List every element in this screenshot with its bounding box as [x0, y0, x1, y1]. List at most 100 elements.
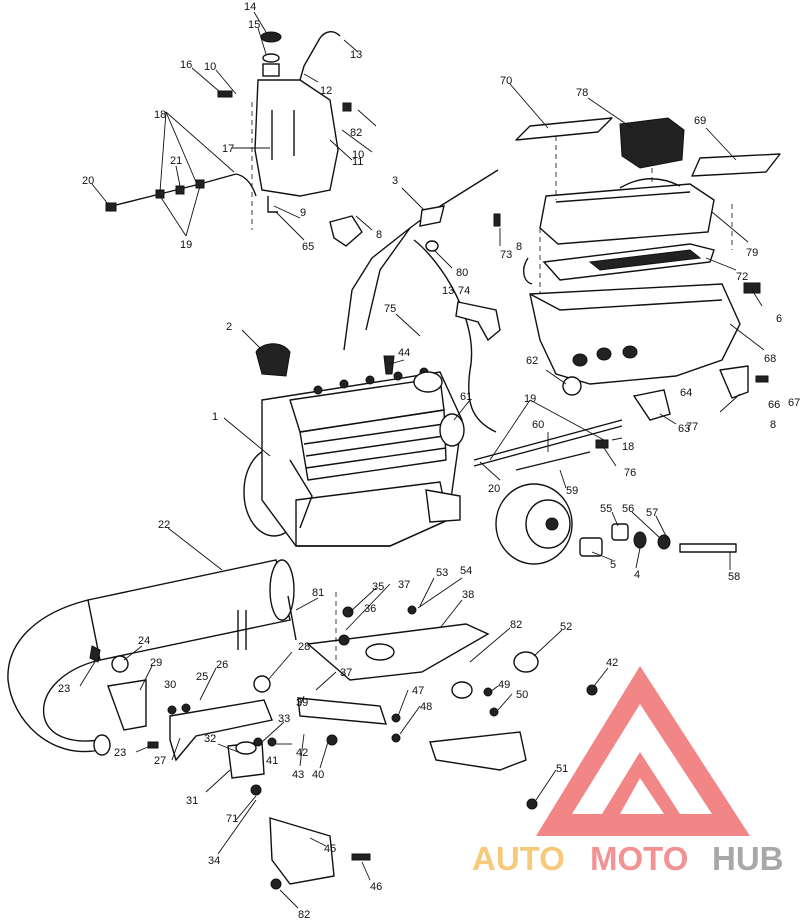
part-label-74: 74	[458, 285, 470, 297]
nut-42b	[586, 684, 598, 696]
part-label-15: 15	[248, 19, 260, 31]
leader-39	[299, 695, 305, 707]
part-label-20b: 20	[488, 483, 500, 495]
leader-19a	[159, 195, 187, 237]
part-label-49: 49	[498, 679, 510, 691]
leader-20b	[479, 461, 501, 481]
part-label-37b: 37	[340, 667, 352, 679]
washer-25	[181, 703, 191, 713]
part-label-71: 71	[226, 813, 238, 825]
part-label-55: 55	[600, 503, 612, 515]
leader-77	[719, 393, 741, 413]
part-label-27: 27	[154, 755, 166, 767]
part-label-11: 11	[352, 156, 363, 168]
leader-18d	[611, 437, 623, 441]
bracket-64	[719, 365, 749, 399]
cable-junction	[419, 205, 445, 227]
spacer-5	[579, 537, 603, 557]
part-label-18: 18	[154, 109, 166, 121]
leader-22	[167, 527, 223, 571]
airbox-base-68	[529, 283, 741, 385]
logo-word-auto: AUTO	[472, 840, 565, 877]
part-label-63: 63	[678, 423, 690, 435]
leader-82c	[279, 889, 299, 909]
part-label-45: 45	[324, 843, 336, 855]
leader-82a	[357, 109, 377, 127]
leader-26	[199, 667, 217, 701]
airbox-rim	[529, 293, 723, 311]
part-label-42b: 42	[296, 747, 308, 759]
leader-55	[611, 511, 619, 527]
airbox-cover-79	[539, 183, 715, 245]
tank-neck	[262, 63, 280, 77]
plate-hole	[365, 643, 395, 661]
part-label-3: 3	[392, 175, 398, 187]
part-label-10: 10	[204, 61, 216, 73]
leader-56	[631, 511, 661, 539]
leader-79	[711, 211, 749, 243]
bolt-67	[755, 375, 769, 383]
part-label-54: 54	[460, 565, 472, 577]
leader-19d	[529, 399, 605, 441]
part-label-80: 80	[456, 267, 468, 279]
bolt-51	[526, 798, 538, 810]
washer-41	[267, 737, 277, 747]
spark-plug-44	[383, 355, 395, 375]
leader-69	[705, 127, 737, 161]
part-label-81: 81	[312, 587, 324, 599]
part-label-56: 56	[622, 503, 634, 515]
part-label-28: 28	[298, 641, 310, 653]
washer-56	[657, 534, 671, 550]
bolt-16	[217, 90, 233, 98]
airbox-port-1	[572, 353, 588, 367]
leader-34	[217, 799, 257, 855]
fin-3	[305, 447, 447, 469]
linkage-rod-59	[515, 451, 591, 471]
leader-70	[509, 83, 549, 129]
leader-18a	[165, 111, 235, 173]
leader-59	[559, 469, 567, 489]
exhaust-group	[7, 559, 295, 779]
part-label-58: 58	[728, 571, 740, 583]
leader-57	[655, 515, 669, 541]
cable-split	[365, 227, 411, 331]
leader-29	[139, 665, 153, 691]
part-label-37: 37	[398, 579, 410, 591]
part-label-57: 57	[646, 507, 658, 519]
leader-43	[299, 733, 305, 767]
part-label-23: 23	[58, 683, 70, 695]
leader-18c	[165, 111, 197, 183]
carb-flange	[439, 413, 465, 447]
part-label-8: 8	[376, 229, 382, 241]
part-label-35: 35	[372, 581, 384, 593]
engine-group	[243, 343, 465, 547]
leader-63	[659, 413, 677, 425]
grommet-6	[743, 282, 761, 294]
part-label-69: 69	[694, 115, 706, 127]
leader-75	[395, 313, 421, 337]
leader-47	[397, 689, 409, 717]
cover-intake	[619, 178, 681, 189]
part-label-62: 62	[526, 355, 538, 367]
leader-68	[729, 323, 765, 351]
vent-hose-end	[319, 31, 341, 39]
leader-12	[303, 73, 319, 83]
filter-sheet-69	[691, 153, 781, 177]
bolt-58	[679, 543, 737, 553]
spring-81	[287, 595, 297, 641]
clutch-hub	[545, 517, 559, 531]
part-label-36: 36	[364, 603, 376, 615]
screw-49	[483, 687, 493, 697]
part-label-6: 6	[776, 313, 782, 325]
leader-61	[453, 399, 471, 421]
leader-54	[417, 577, 463, 609]
leader-2	[241, 329, 265, 353]
leader-65	[275, 211, 305, 241]
part-label-82: 82	[350, 127, 362, 139]
part-label-51: 51	[556, 763, 568, 775]
leader-27	[171, 737, 181, 761]
nut-71	[250, 784, 262, 796]
nut-30	[167, 705, 177, 715]
muffler-22	[87, 559, 291, 661]
